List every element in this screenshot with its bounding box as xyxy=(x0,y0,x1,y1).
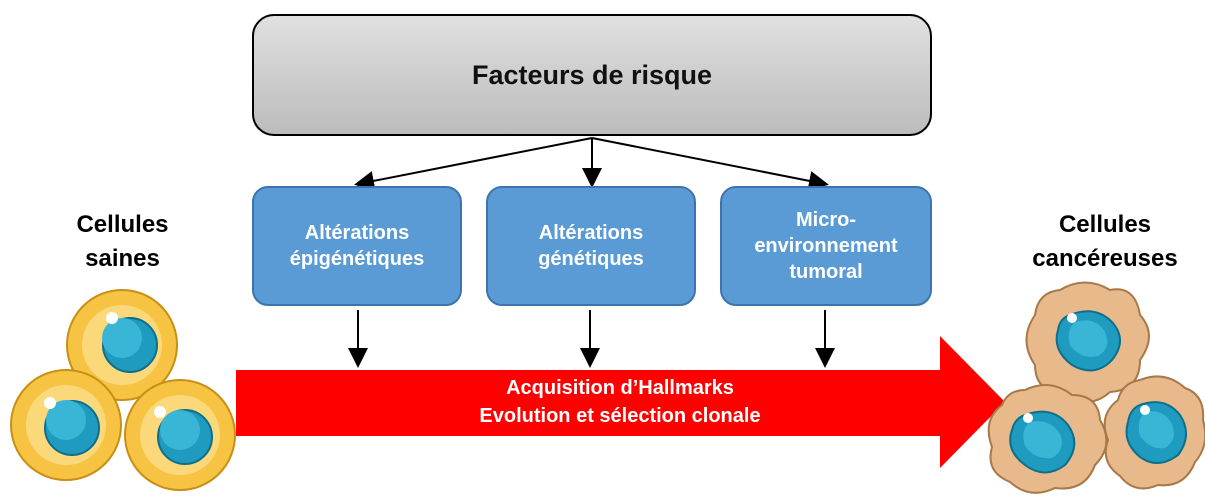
big-arrow-text: Acquisition d’Hallmarks Evolution et sél… xyxy=(479,377,761,427)
healthy-cells-group xyxy=(10,289,236,491)
cancer-cells-group xyxy=(987,281,1205,494)
healthy-cell xyxy=(10,369,122,481)
cancer-cells-label: Cellules cancéreuses xyxy=(1032,211,1178,272)
epigenetic-alterations-box: Altérations épigénétiques xyxy=(252,186,462,306)
cancer-cell xyxy=(1103,375,1205,490)
healthy-cell xyxy=(66,289,178,401)
genetic-alterations-box: Altérations génétiques xyxy=(486,186,696,306)
cancer-cell xyxy=(1025,281,1150,403)
healthy-cells-label: Cellules saines xyxy=(76,211,169,272)
risk-factors-box: Facteurs de risque xyxy=(252,14,932,136)
connector-top-to-micro xyxy=(591,137,829,191)
tumor-microenvironment-box: Micro- environnement tumoral xyxy=(720,186,932,306)
big-red-arrow xyxy=(236,336,1005,468)
connector-top-to-epigenetic xyxy=(354,137,593,191)
cancer-cell xyxy=(987,384,1108,494)
healthy-cell xyxy=(124,379,236,491)
